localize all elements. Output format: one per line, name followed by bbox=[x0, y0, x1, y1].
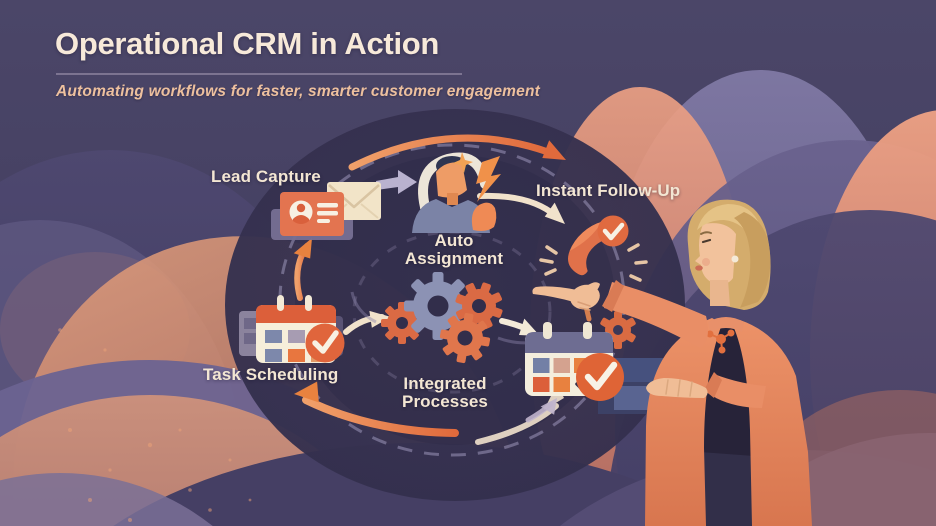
step-label-instant-follow-up: Instant Follow-Up bbox=[536, 181, 681, 200]
earring bbox=[731, 255, 739, 263]
arrow-top-icon bbox=[348, 134, 552, 171]
spark-icon bbox=[453, 152, 473, 173]
lead-capture-icon bbox=[271, 182, 381, 240]
check-circle-icon bbox=[576, 353, 624, 401]
flow-arrows bbox=[293, 134, 592, 445]
page-subtitle: Automating workflows for faster, smarter… bbox=[56, 83, 540, 100]
neck bbox=[710, 280, 730, 306]
face bbox=[695, 223, 736, 285]
contact-card-icon bbox=[280, 192, 344, 236]
step-label-lead-capture: Lead Capture bbox=[211, 167, 321, 186]
ring-dashes-icon bbox=[539, 243, 648, 282]
step-label-auto-assignment: Auto Assignment bbox=[404, 231, 504, 268]
phone-check-icon bbox=[539, 215, 648, 282]
arrow-lead-to-assign-icon bbox=[376, 170, 417, 194]
gears-icon bbox=[350, 272, 543, 364]
step-label-task-scheduling: Task Scheduling bbox=[203, 365, 339, 384]
agent-headset-icon bbox=[412, 152, 501, 233]
check-circle-icon bbox=[305, 323, 345, 363]
network-logo-icon bbox=[706, 329, 735, 354]
lightning-icon bbox=[476, 156, 501, 202]
check-circle-icon bbox=[597, 215, 629, 247]
jacket-left bbox=[645, 318, 722, 526]
speckle-dots bbox=[58, 328, 252, 522]
presenter-woman-figure bbox=[532, 199, 812, 526]
page-title: Operational CRM in Action bbox=[55, 26, 440, 61]
open-hand-icon bbox=[646, 378, 708, 398]
step-label-integrated-processes: Integrated Processes bbox=[402, 374, 488, 411]
gear-icon bbox=[439, 312, 491, 364]
raised-hand-icon bbox=[471, 202, 497, 231]
arrow-bottom-icon bbox=[302, 396, 459, 437]
task-calendar-icon bbox=[239, 295, 345, 363]
gear-icon bbox=[455, 282, 503, 330]
pointing-arm-sleeve bbox=[604, 282, 708, 348]
pants bbox=[700, 452, 754, 526]
pointing-hand-icon bbox=[532, 282, 600, 311]
jacket-right bbox=[734, 320, 812, 526]
result-calendar-icon bbox=[525, 311, 672, 414]
lower-arm-sleeve bbox=[706, 374, 766, 408]
title-divider bbox=[56, 73, 462, 75]
